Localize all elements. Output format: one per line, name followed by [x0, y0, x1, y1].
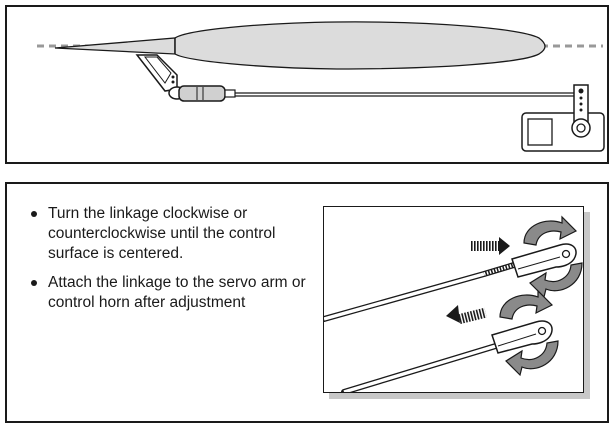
- control-surface: [174, 21, 546, 70]
- instruction-list: Turn the linkage clockwise or counterclo…: [31, 204, 311, 322]
- curved-arrow-clockwise-icon: [499, 289, 554, 320]
- instructions-panel: Turn the linkage clockwise or counterclo…: [5, 182, 609, 423]
- hatched-arrow-right-icon: [471, 237, 510, 255]
- trailing-edge: [54, 37, 176, 55]
- clevis-body: [178, 85, 226, 102]
- upper-clevis: [511, 243, 577, 278]
- curved-arrow-clockwise-icon: [523, 215, 578, 246]
- curved-arrow-counterclockwise-icon: [529, 262, 583, 299]
- linkage-adjustment-photo: [323, 206, 584, 393]
- lower-clevis: [491, 320, 553, 354]
- instruction-item-1: Turn the linkage clockwise or counterclo…: [31, 204, 311, 264]
- servo-label-plate: [527, 118, 553, 146]
- instruction-item-2: Attach the linkage to the servo arm or c…: [31, 273, 311, 313]
- linkage-diagram-panel: [5, 5, 609, 164]
- linkage-diagram: [37, 21, 605, 152]
- linkage-adjustment-illustration: [324, 215, 583, 392]
- curved-arrow-counterclockwise-icon: [505, 340, 559, 377]
- hatched-arrow-left-icon: [446, 305, 487, 325]
